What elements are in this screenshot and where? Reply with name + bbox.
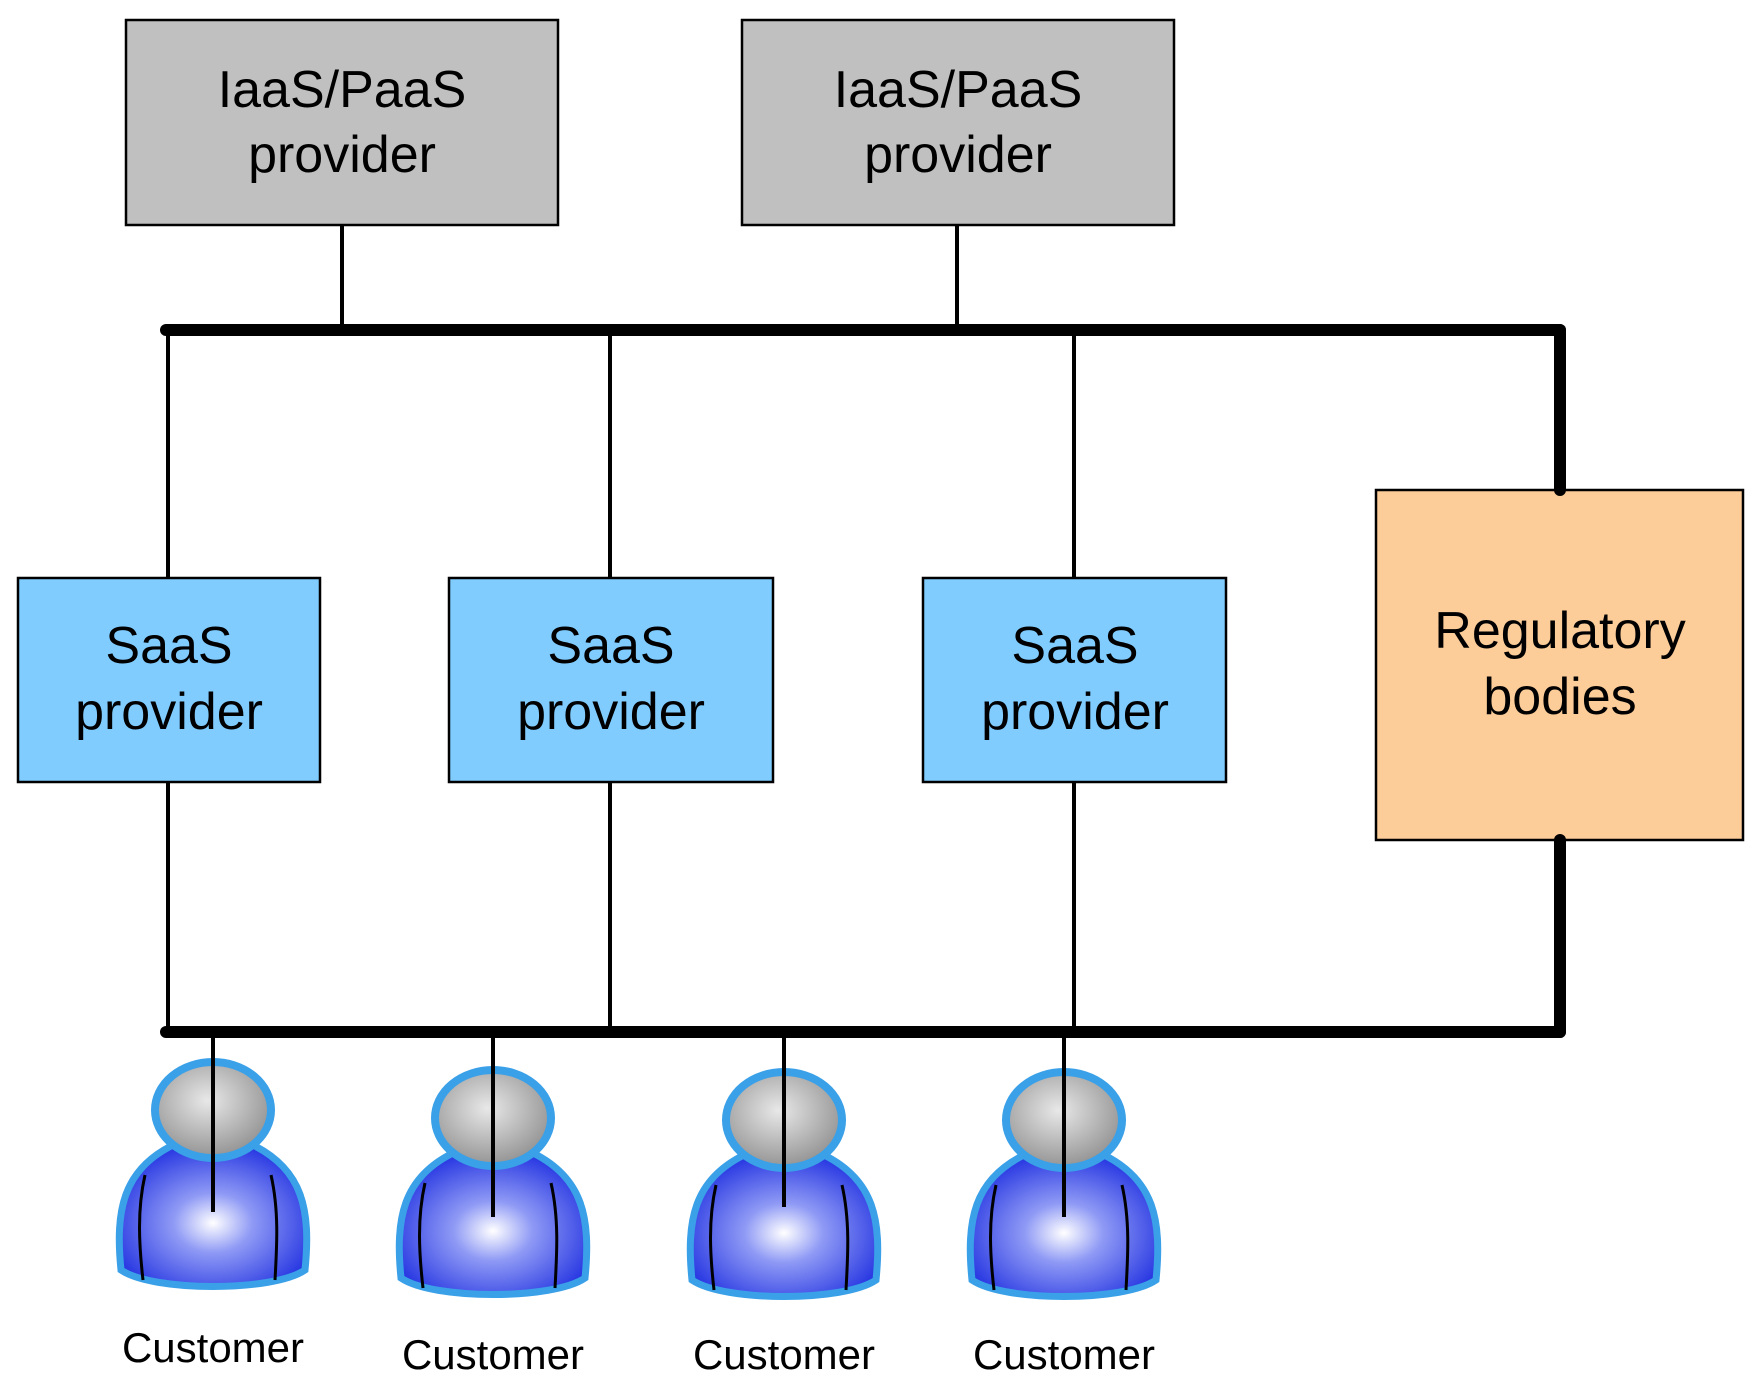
regulatory-label-line1: Regulatory: [1434, 602, 1685, 660]
iaas-provider-label-line1: IaaS/PaaS: [218, 61, 467, 119]
iaas-provider-box-2: IaaS/PaaS provider: [740, 18, 1176, 227]
iaas-provider-label-line2: provider: [248, 126, 436, 184]
bus-lines: [160, 324, 1566, 1038]
saas-provider-label-line2: provider: [517, 683, 705, 741]
saas-provider-box-3: SaaS provider: [921, 576, 1228, 784]
customer-label: Customer: [402, 1331, 584, 1378]
saas-provider-box-2: SaaS provider: [447, 576, 775, 784]
customer-4: Customer: [970, 1032, 1157, 1378]
saas-provider-box-1: SaaS provider: [16, 576, 322, 784]
customer-1: Customer: [119, 1032, 306, 1371]
saas-provider-label-line2: provider: [75, 683, 263, 741]
saas-provider-label-line1: SaaS: [1011, 617, 1138, 675]
iaas-provider-label-line2: provider: [864, 126, 1052, 184]
saas-provider-label-line1: SaaS: [547, 617, 674, 675]
regulatory-label-line2: bodies: [1483, 668, 1636, 726]
customer-label: Customer: [693, 1331, 875, 1378]
customer-label: Customer: [122, 1324, 304, 1371]
iaas-provider-box-1: IaaS/PaaS provider: [124, 18, 560, 227]
customer-label: Customer: [973, 1331, 1155, 1378]
saas-provider-label-line2: provider: [981, 683, 1169, 741]
regulatory-bodies-box: Regulatory bodies: [1374, 488, 1745, 842]
customer-2: Customer: [399, 1032, 586, 1378]
customer-3: Customer: [690, 1032, 877, 1378]
saas-provider-label-line1: SaaS: [105, 617, 232, 675]
iaas-provider-label-line1: IaaS/PaaS: [834, 61, 1083, 119]
